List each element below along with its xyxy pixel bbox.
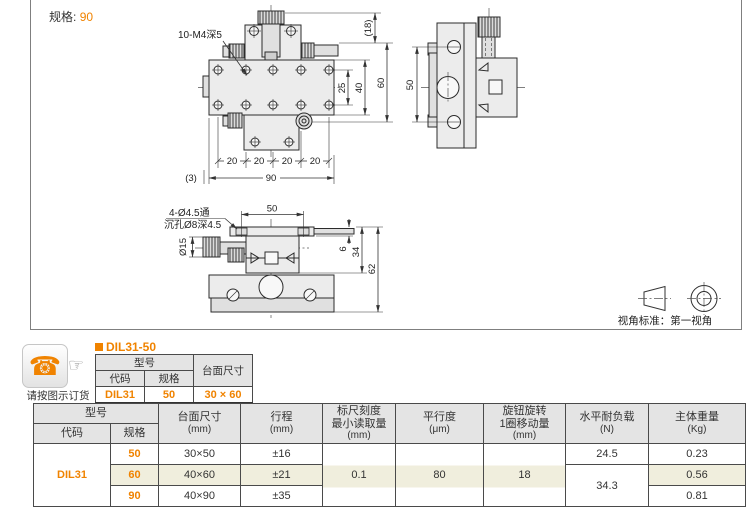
dim-60: 60 [376, 78, 387, 89]
col-spec: 规格 [110, 423, 159, 444]
hole-note-2: 沉孔Ø8深4.5 [164, 218, 222, 231]
cell-stroke: ±35 [240, 485, 323, 507]
header-row: 代码 规格 [33, 423, 746, 444]
model-header: 型号 [95, 354, 194, 371]
first-angle-projection: 视角标准：第一视角 [618, 282, 721, 327]
cell-stroke: ±16 [240, 443, 323, 465]
front-view: 4-Ø4.5通 沉孔Ø8深4.5 Ø15 50 6 34 [164, 203, 383, 318]
dim-20-3: 20 [282, 156, 293, 167]
order-icon-box: ☎ [22, 344, 68, 388]
dim-20-2: 20 [254, 156, 265, 167]
side-view: 50 [405, 8, 525, 149]
cell-knob: 18 [483, 443, 566, 507]
col-model: 型号 [33, 403, 159, 424]
table-row: 型号 台面尺寸 [95, 354, 253, 387]
model-table-title-text: DIL31-50 [106, 340, 157, 354]
table-row: DIL31 50 30 × 60 [95, 386, 253, 404]
cell-size: 30×50 [158, 443, 241, 465]
cell-stroke: ±21 [240, 464, 323, 486]
spec-label: 规格: [49, 10, 77, 24]
col-scale: 标尺刻度最小读取量(mm) [322, 403, 396, 444]
dim-6: 6 [338, 246, 349, 251]
size-header: 台面尺寸 [193, 354, 253, 387]
spec-tag: 规格: 90 [49, 8, 93, 25]
model-spec: 50 [144, 386, 194, 404]
pointing-hand-icon: ☞ [68, 355, 85, 375]
cell-parallelism: 80 [395, 443, 484, 507]
table-row: 代码 规格 [95, 370, 253, 387]
technical-drawing: 10-M4深5 (18) 60 40 25 [164, 5, 721, 327]
table-row: 60 40×60 ±21 34.3 0.56 [34, 464, 746, 507]
cell-spec: 60 [110, 464, 159, 486]
hole-note-1: 4-Ø4.5通 [169, 207, 210, 219]
model-table: 型号 台面尺寸 代码 规格 DIL31 50 30 × 60 [95, 354, 253, 404]
target-icon [687, 282, 721, 315]
order-note: 请按图示订货 [26, 390, 90, 402]
cell-size: 40×60 [158, 464, 241, 486]
top-view: 10-M4深5 (18) 60 40 25 [178, 5, 393, 184]
dim-90: 90 [266, 173, 277, 184]
cell-load: 24.5 [565, 443, 649, 465]
cell-weight: 0.23 [648, 443, 746, 465]
dim-thread-note: 10-M4深5 [178, 29, 222, 41]
col-code: 代码 [33, 423, 111, 444]
dim-20-1: 20 [227, 156, 238, 167]
projection-label: 视角标准：第一视角 [618, 314, 713, 327]
col-size: 台面尺寸(mm) [158, 403, 241, 444]
table-row: DIL31 50 30×50 ±16 0.1 80 18 24.5 0.23 [33, 443, 746, 507]
cell-spec: 50 [110, 443, 159, 465]
dim-d15: Ø15 [178, 238, 189, 256]
dim-40: 40 [354, 83, 365, 94]
model-code: DIL31 [95, 386, 145, 404]
bullet-icon [95, 343, 103, 351]
dim-side-50: 50 [405, 80, 416, 91]
dim-20-4: 20 [310, 156, 321, 167]
spec-header: 规格 [144, 370, 194, 387]
table-row: 90 40×90 ±35 0.81 [34, 485, 746, 507]
code-header: 代码 [95, 370, 145, 387]
drawing-frame: 规格: 90 [30, 0, 742, 330]
cell-code: DIL31 [33, 443, 111, 507]
cell-scale: 0.1 [322, 443, 396, 507]
dim-3: (3) [185, 173, 197, 184]
col-load: 水平耐负载(N) [565, 403, 649, 444]
dim-34: 34 [351, 247, 362, 258]
col-stroke: 行程(mm) [240, 403, 323, 444]
cell-spec: 90 [110, 485, 159, 507]
phone-icon: ☎ [28, 351, 62, 381]
dim-front-50: 50 [267, 204, 278, 215]
col-weight: 主体重量(Kg) [648, 403, 746, 444]
dim-62: 62 [367, 264, 378, 275]
cell-load: 34.3 [565, 464, 649, 507]
col-parallelism: 平行度(μm) [395, 403, 484, 444]
cell-weight: 0.56 [648, 464, 746, 486]
model-size: 30 × 60 [193, 386, 253, 404]
header-row: 型号 台面尺寸(mm) 行程(mm) 标尺刻度最小读取量(mm) 平行度(μm)… [33, 403, 746, 444]
dim-25: 25 [337, 83, 348, 94]
dim-18: (18) [363, 20, 374, 37]
cell-size: 40×90 [158, 485, 241, 507]
spec-value: 90 [79, 10, 94, 24]
cell-weight: 0.81 [648, 485, 746, 507]
spec-table: 型号 台面尺寸(mm) 行程(mm) 标尺刻度最小读取量(mm) 平行度(μm)… [33, 403, 746, 507]
